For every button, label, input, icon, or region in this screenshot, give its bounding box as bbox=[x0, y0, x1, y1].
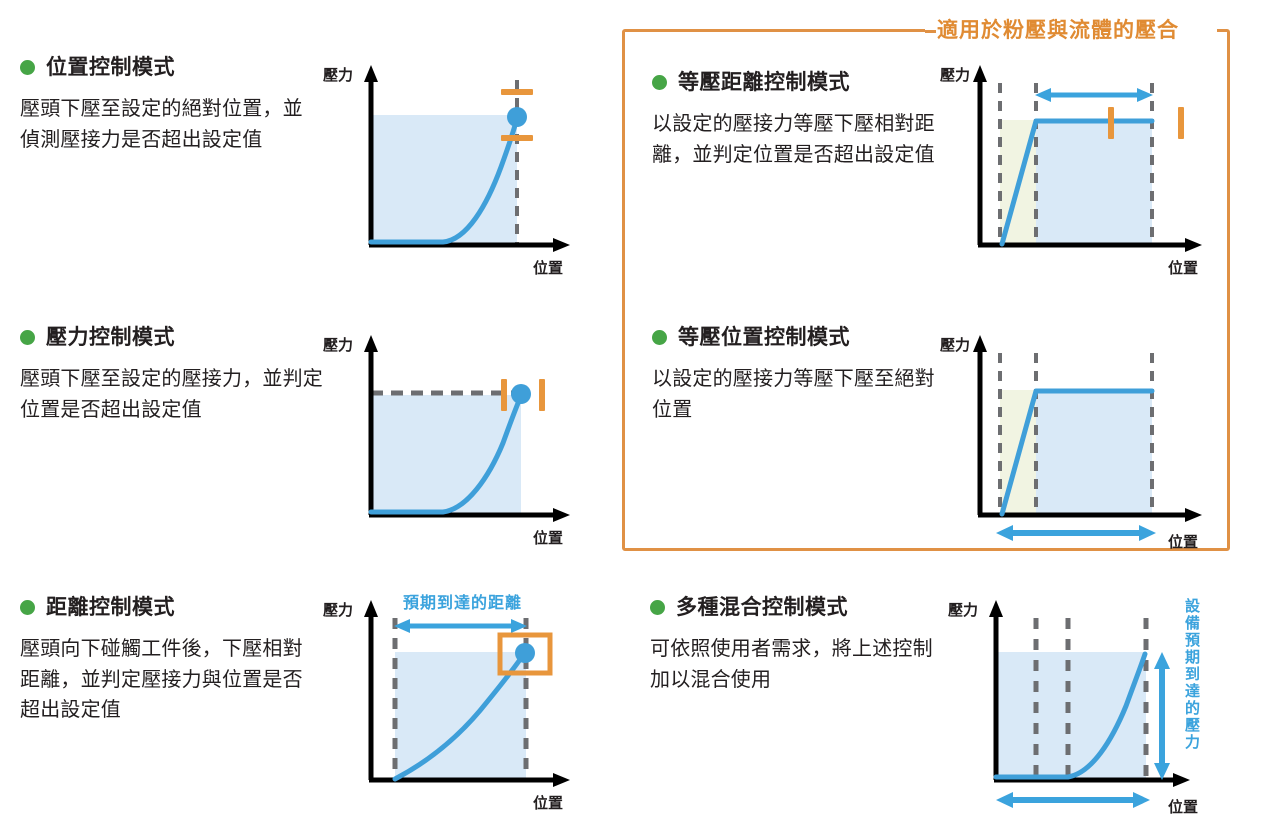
x-axis-label: 位置 bbox=[1168, 259, 1198, 277]
expected-distance-arrow bbox=[394, 619, 527, 633]
tolerance-marker-inner bbox=[1108, 107, 1114, 139]
panel-description: 壓頭向下碰觸工件後，下壓相對距離，並判定壓接力與位置是否超出設定值 bbox=[20, 638, 303, 721]
panel-isobaric-distance-heading: 等壓距離控制模式 bbox=[652, 70, 952, 95]
y-axis-arrow-icon bbox=[973, 335, 987, 352]
area-fill bbox=[1036, 120, 1152, 245]
press-curve bbox=[368, 115, 520, 245]
x-axis-arrow-icon bbox=[553, 773, 570, 787]
endpoint-marker bbox=[511, 384, 531, 404]
chart-isobaric-distance: 壓力 位置 bbox=[940, 55, 1230, 285]
y-axis-arrow-icon bbox=[364, 65, 378, 82]
endpoint-marker bbox=[515, 643, 535, 663]
panel-title: 等壓距離控制模式 bbox=[678, 71, 850, 94]
position-range-arrow bbox=[996, 792, 1150, 808]
x-axis-arrow-icon bbox=[1185, 238, 1202, 252]
panel-title: 多種混合控制模式 bbox=[676, 596, 848, 619]
expected-pressure-label: 設備預期到達的壓力 bbox=[1183, 598, 1200, 751]
press-curve bbox=[392, 651, 527, 782]
press-curve bbox=[999, 388, 1155, 517]
panel-multi-mixed-text: 多種混合控制模式 可依照使用者需求，將上述控制加以混合使用 bbox=[650, 595, 950, 695]
bullet-icon bbox=[20, 330, 35, 346]
pressure-range-arrow bbox=[1154, 652, 1170, 780]
bullet-icon bbox=[652, 75, 667, 91]
panel-isobaric-position-text: 等壓位置控制模式 以設定的壓接力等壓下壓至絕對位置 bbox=[652, 325, 952, 425]
press-curve bbox=[368, 393, 524, 515]
tolerance-marker-inner bbox=[501, 379, 507, 411]
panel-distance-control-heading: 距離控制模式 bbox=[20, 595, 320, 620]
x-axis-label: 位置 bbox=[533, 794, 563, 812]
panel-description: 可依照使用者需求，將上述控制加以混合使用 bbox=[650, 638, 933, 691]
y-axis-arrow-icon bbox=[973, 65, 987, 82]
x-axis-label: 位置 bbox=[1168, 533, 1198, 551]
endpoint-marker bbox=[507, 107, 527, 127]
bullet-icon bbox=[650, 600, 665, 616]
panel-isobaric-position-heading: 等壓位置控制模式 bbox=[652, 325, 952, 350]
x-axis-arrow-icon bbox=[553, 238, 570, 252]
tolerance-lower-marker bbox=[501, 135, 533, 141]
absolute-position-arrow bbox=[996, 525, 1156, 541]
group-badge-label: 適用於粉壓與流體的壓合 bbox=[937, 19, 1179, 42]
chart-position-control: 壓力 位置 bbox=[315, 55, 605, 285]
panel-description: 以設定的壓接力等壓下壓相對距離，並判定位置是否超出設定值 bbox=[652, 113, 935, 166]
area-fill bbox=[371, 115, 517, 245]
panel-pressure-control-heading: 壓力控制模式 bbox=[20, 325, 330, 350]
x-axis-label: 位置 bbox=[533, 259, 563, 277]
tolerance-marker-outer bbox=[1178, 107, 1184, 139]
y-axis-label: 壓力 bbox=[948, 601, 978, 619]
chart-pressure-control: 壓力 位置 bbox=[315, 325, 605, 555]
panel-title: 位置控制模式 bbox=[46, 56, 175, 79]
x-axis-label: 位置 bbox=[1168, 798, 1198, 816]
distance-arrow bbox=[1035, 88, 1153, 102]
panel-pressure-control-text: 壓力控制模式 壓頭下壓至設定的壓接力，並判定位置是否超出設定值 bbox=[20, 325, 330, 425]
group-badge-rule bbox=[925, 30, 936, 33]
tolerance-upper-marker bbox=[501, 89, 533, 95]
panel-description: 以設定的壓接力等壓下壓至絕對位置 bbox=[652, 368, 935, 421]
panel-position-control-text: 位置控制模式 壓頭下壓至設定的絕對位置，並偵測壓接力是否超出設定值 bbox=[20, 55, 310, 155]
y-axis-label: 壓力 bbox=[940, 336, 970, 354]
x-axis-arrow-icon bbox=[1185, 508, 1202, 522]
x-axis-arrow-icon bbox=[1173, 773, 1190, 787]
y-axis-label: 壓力 bbox=[323, 66, 353, 84]
panel-title: 等壓位置控制模式 bbox=[678, 326, 850, 349]
panel-title: 壓力控制模式 bbox=[46, 326, 175, 349]
panel-description: 壓頭下壓至設定的壓接力，並判定位置是否超出設定值 bbox=[20, 368, 323, 421]
bullet-icon bbox=[20, 600, 35, 616]
bullet-icon bbox=[652, 330, 667, 346]
y-axis-label: 壓力 bbox=[323, 336, 353, 354]
expected-distance-label: 預期到達的距離 bbox=[403, 593, 522, 612]
x-axis-arrow-icon bbox=[553, 508, 570, 522]
y-axis-arrow-icon bbox=[364, 600, 378, 617]
isobaric-group-frame: 適用於粉壓與流體的壓合 bbox=[622, 17, 1230, 551]
chart-isobaric-position: 壓力 位置 bbox=[940, 325, 1230, 555]
press-curve bbox=[993, 651, 1148, 780]
y-axis-arrow-icon bbox=[364, 335, 378, 352]
tolerance-marker-outer bbox=[539, 379, 545, 411]
bullet-icon bbox=[20, 60, 35, 76]
area-fill bbox=[1036, 390, 1152, 515]
panel-position-control-heading: 位置控制模式 bbox=[20, 55, 310, 80]
panel-isobaric-distance-text: 等壓距離控制模式 以設定的壓接力等壓下壓相對距離，並判定位置是否超出設定值 bbox=[652, 70, 952, 170]
panel-description: 壓頭下壓至設定的絕對位置，並偵測壓接力是否超出設定值 bbox=[20, 98, 303, 151]
y-axis-arrow-icon bbox=[989, 600, 1003, 617]
chart-multi-mixed: 壓力 位置 bbox=[940, 590, 1240, 825]
highlight-box bbox=[497, 632, 553, 676]
chart-distance-control: 壓力 位置 預期到達的距離 bbox=[315, 590, 605, 820]
y-axis-label: 壓力 bbox=[323, 601, 353, 619]
panel-distance-control-text: 距離控制模式 壓頭向下碰觸工件後，下壓相對距離，並判定壓接力與位置是否超出設定值 bbox=[20, 595, 320, 725]
panel-multi-mixed-heading: 多種混合控制模式 bbox=[650, 595, 950, 620]
y-axis-label: 壓力 bbox=[940, 66, 970, 84]
x-axis-label: 位置 bbox=[533, 529, 563, 547]
panel-title: 距離控制模式 bbox=[46, 596, 175, 619]
group-badge-mask bbox=[925, 17, 1217, 47]
